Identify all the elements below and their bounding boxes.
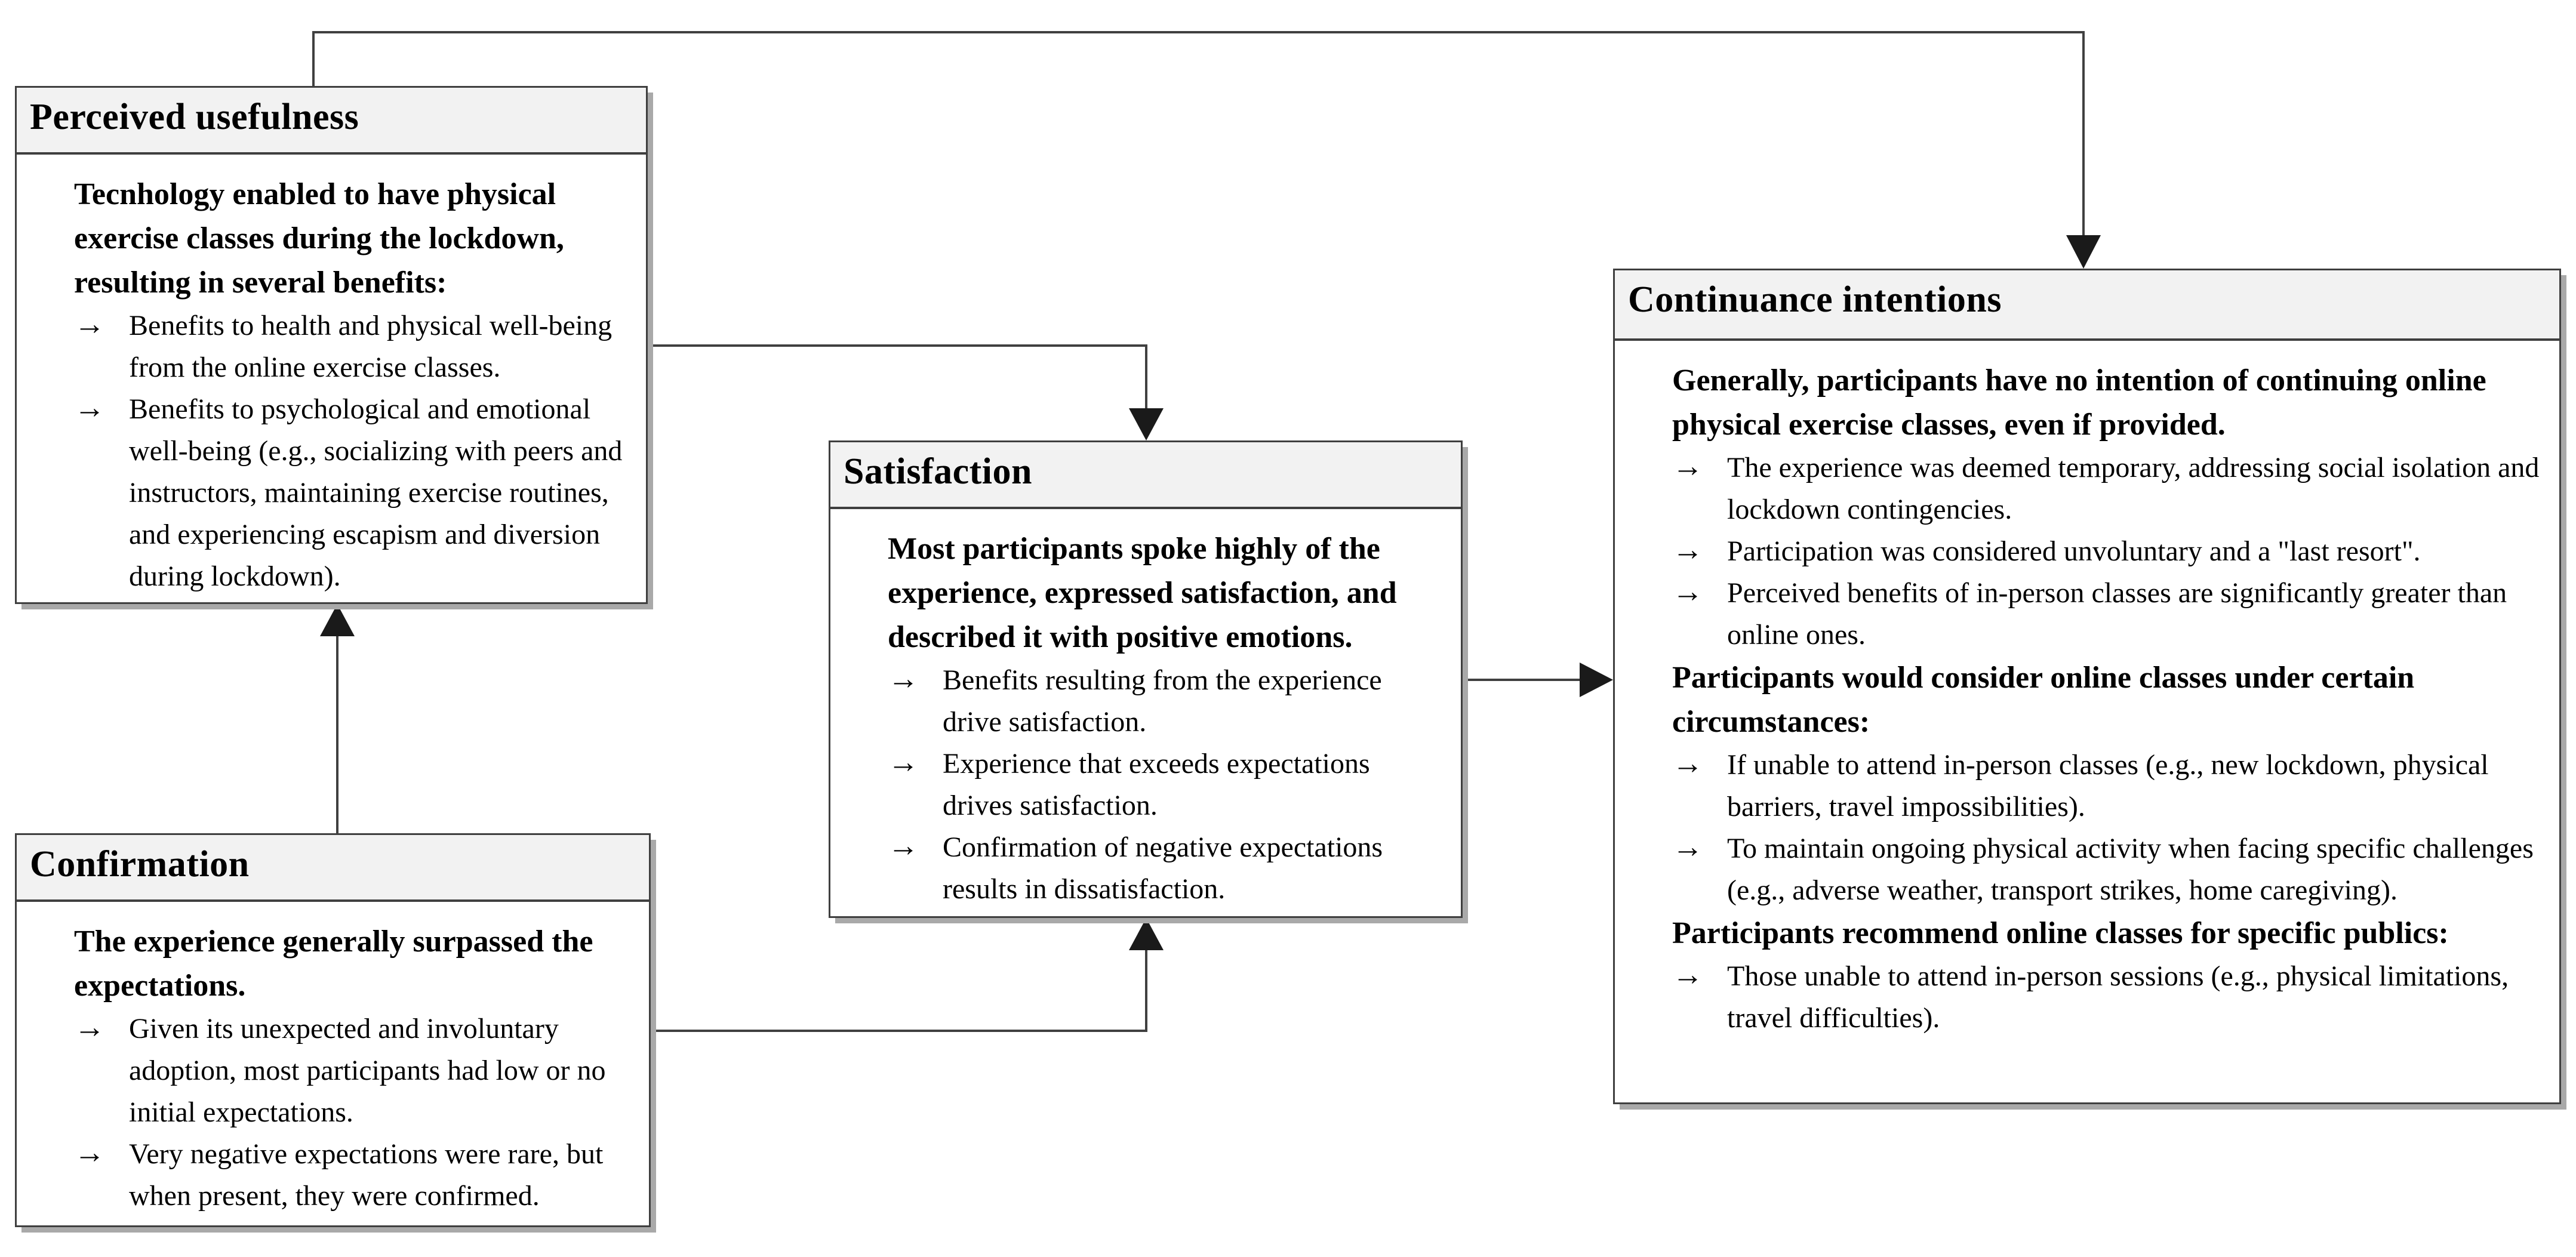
bullet-text: Given its unexpected and involuntary ado… (129, 1013, 606, 1128)
arrow-bullet-icon: → (888, 662, 919, 696)
arrow-bullet-icon: → (1672, 958, 1703, 992)
arrow-bullet-icon: → (1672, 449, 1703, 483)
box-perceived-usefulness: Perceived usefulness Tecnhology enabled … (15, 86, 648, 604)
bullet-item: → Benefits resulting from the experience… (852, 660, 1444, 743)
connector-confirmation-to-satisfaction (651, 945, 1147, 1032)
box-title-satisfaction: Satisfaction (830, 442, 1461, 509)
bullet-item: → Confirmation of negative expectations … (852, 827, 1444, 910)
bullet-text: Confirmation of negative expectations re… (943, 831, 1383, 905)
arrow-bullet-icon: → (74, 391, 105, 425)
bullet-item: → Given its unexpected and involuntary a… (38, 1008, 632, 1133)
box-satisfaction: Satisfaction Most participants spoke hig… (829, 440, 1463, 918)
box-body-confirmation: The experience generally surpassed the e… (17, 902, 649, 1217)
lead-text: Participants recommend online classes fo… (1672, 916, 2449, 950)
arrowhead-up-into-satisfaction (1129, 918, 1164, 950)
bullet-text: If unable to attend in-person classes (e… (1727, 749, 2489, 822)
lead-text: Participants would consider online class… (1672, 661, 2415, 739)
arrow-bullet-icon: → (74, 1010, 105, 1045)
arrowhead-right-into-continuance-intentions (1580, 663, 1613, 697)
bullet-item: → The experience was deemed temporary, a… (1636, 447, 2543, 531)
bullet-text: Benefits to health and physical well-bei… (129, 310, 613, 383)
bullet-item: → If unable to attend in-person classes … (1636, 744, 2543, 828)
arrow-bullet-icon: → (1672, 830, 1703, 864)
bullet-item: → Benefits to psychological and emotiona… (38, 389, 629, 597)
bullet-item: → Very negative expectations were rare, … (38, 1133, 632, 1217)
bullet-list: → Those unable to attend in-person sessi… (1636, 956, 2543, 1039)
bullet-text: To maintain ongoing physical activity wh… (1727, 833, 2534, 906)
arrow-bullet-icon: → (74, 307, 105, 341)
arrowhead-down-into-satisfaction (1129, 408, 1164, 440)
bullet-text: Participation was considered unvoluntary… (1727, 535, 2421, 567)
connector-perceived-usefulness-to-satisfaction (648, 344, 1147, 413)
bullet-text: Perceived benefits of in-person classes … (1727, 577, 2507, 651)
bullet-text: The experience was deemed temporary, add… (1727, 452, 2540, 525)
arrow-bullet-icon: → (888, 745, 919, 780)
bullet-item: → Participation was considered unvolunta… (1636, 531, 2543, 572)
bullet-item: → Those unable to attend in-person sessi… (1636, 956, 2543, 1039)
bullet-item: → To maintain ongoing physical activity … (1636, 828, 2543, 911)
bullet-list: → Benefits resulting from the experience… (852, 660, 1444, 910)
arrowhead-down-into-continuance-intentions (2066, 235, 2101, 269)
arrow-bullet-icon: → (1672, 533, 1703, 567)
bullet-text: Benefits resulting from the experience d… (943, 664, 1382, 738)
box-body-perceived-usefulness: Tecnhology enabled to have physical exer… (17, 155, 646, 597)
arrow-bullet-icon: → (74, 1136, 105, 1170)
box-body-satisfaction: Most participants spoke highly of the ex… (830, 509, 1461, 910)
box-continuance-intentions: Continuance intentions Generally, partic… (1613, 269, 2561, 1104)
arrow-bullet-icon: → (1672, 747, 1703, 781)
bullet-list: → The experience was deemed temporary, a… (1636, 447, 2543, 656)
bullet-list: → If unable to attend in-person classes … (1636, 744, 2543, 911)
arrowhead-up-into-perceived-usefulness (320, 604, 355, 636)
lead-text: The experience generally surpassed the e… (74, 925, 593, 1003)
bullet-text: Those unable to attend in-person session… (1727, 960, 2509, 1034)
box-title-confirmation: Confirmation (17, 835, 649, 902)
bullet-list: → Benefits to health and physical well-b… (38, 305, 629, 597)
lead-text: Most participants spoke highly of the ex… (888, 532, 1397, 654)
lead-text: Generally, participants have no intentio… (1672, 363, 2486, 442)
lead-text: Tecnhology enabled to have physical exer… (74, 177, 564, 300)
arrow-bullet-icon: → (888, 829, 919, 863)
bullet-list: → Given its unexpected and involuntary a… (38, 1008, 632, 1217)
bullet-item: → Experience that exceeds expectations d… (852, 743, 1444, 827)
arrow-bullet-icon: → (1672, 575, 1703, 609)
bullet-text: Experience that exceeds expectations dri… (943, 748, 1370, 821)
bullet-item: → Perceived benefits of in-person classe… (1636, 572, 2543, 656)
box-confirmation: Confirmation The experience generally su… (15, 833, 651, 1227)
bullet-text: Very negative expectations were rare, bu… (129, 1138, 604, 1212)
bullet-item: → Benefits to health and physical well-b… (38, 305, 629, 389)
box-title-continuance-intentions: Continuance intentions (1615, 270, 2559, 341)
box-body-continuance-intentions: Generally, participants have no intentio… (1615, 341, 2559, 1039)
box-title-perceived-usefulness: Perceived usefulness (17, 88, 646, 155)
bullet-text: Benefits to psychological and emotional … (129, 393, 623, 592)
